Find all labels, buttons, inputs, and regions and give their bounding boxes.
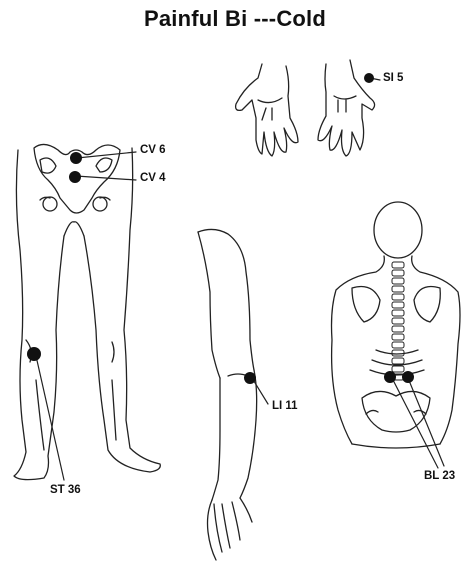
label-li11: LI 11	[272, 400, 298, 412]
spine	[392, 262, 404, 380]
label-bl23: BL 23	[424, 470, 455, 482]
back-drawing	[332, 202, 461, 448]
point-bl23-right-marker	[402, 371, 414, 383]
arm-drawing	[198, 229, 257, 560]
point-cv6-marker	[70, 152, 82, 164]
label-cv4: CV 4	[140, 172, 166, 184]
label-cv6: CV 6	[140, 144, 166, 156]
hands-drawing	[236, 60, 375, 156]
point-st36-marker	[27, 347, 41, 361]
legs-drawing	[14, 144, 160, 479]
point-si5-marker	[364, 73, 374, 83]
leader-lines	[36, 78, 444, 480]
label-si5: SI 5	[383, 72, 403, 84]
point-cv4-marker	[69, 171, 81, 183]
point-bl23-left-marker	[384, 371, 396, 383]
label-st36: ST 36	[50, 484, 81, 496]
point-li11-marker	[244, 372, 256, 384]
